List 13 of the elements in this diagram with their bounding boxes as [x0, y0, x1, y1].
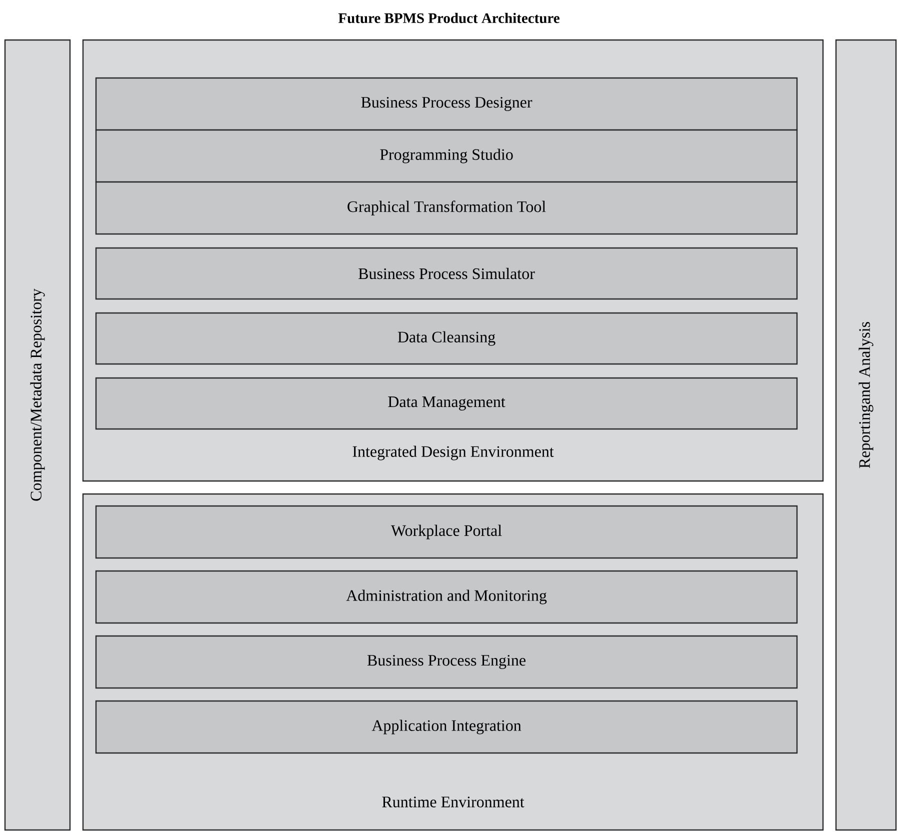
component-box: Application Integration	[95, 700, 798, 754]
title: Future BPMS Product Architecture	[338, 12, 560, 24]
component-box: Data Cleansing	[95, 312, 798, 365]
component-box: Programming Studio	[95, 129, 798, 183]
component-box: Business Process Designer	[95, 77, 798, 131]
side-panel: Component/Metadata Repository	[4, 39, 71, 831]
component-box: Data Management	[95, 377, 798, 430]
component-box: Administration and Monitoring	[95, 570, 798, 624]
component-box: Business Process Simulator	[95, 247, 798, 300]
component-box: Graphical Transformation Tool	[95, 181, 798, 235]
component-box: Workplace Portal	[95, 505, 798, 559]
side-panel: Reportingand Analysis	[835, 39, 897, 831]
component-box: Business Process Engine	[95, 635, 798, 689]
